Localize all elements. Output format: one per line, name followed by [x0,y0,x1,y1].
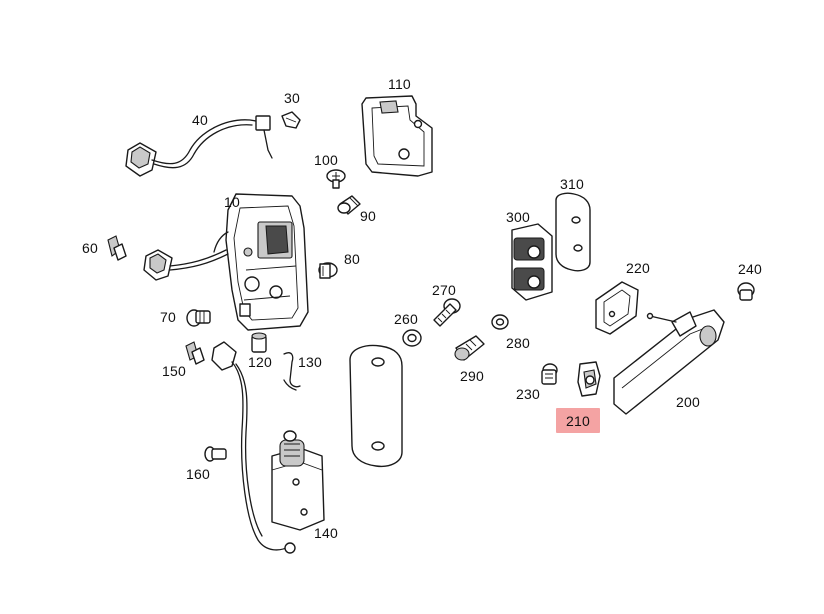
part-70-screw[interactable] [186,309,211,327]
callout-310[interactable]: 310 [560,176,584,192]
callout-90[interactable]: 90 [360,208,376,224]
callout-210-highlighted[interactable]: 210 [556,408,600,433]
part-200-door-handle[interactable] [613,309,725,415]
callout-100[interactable]: 100 [314,152,338,168]
callout-200[interactable]: 200 [676,394,700,410]
callout-280[interactable]: 280 [506,335,530,351]
callout-260[interactable]: 260 [394,311,418,327]
part-130-rod[interactable] [283,352,301,391]
part-10-lock-assembly[interactable] [213,193,309,331]
callout-130[interactable]: 130 [298,354,322,370]
part-210-gasket[interactable] [577,361,601,397]
part-300-cylinder[interactable] [511,223,553,301]
callout-160[interactable]: 160 [186,466,210,482]
part-150-clips[interactable] [185,341,205,365]
part-30-clip[interactable] [281,111,301,129]
part-100-screw[interactable] [326,169,346,189]
part-110-bracket[interactable] [361,95,433,177]
part-310-gasket[interactable] [555,192,591,272]
callout-110[interactable]: 110 [388,76,411,92]
cover-plate[interactable] [349,344,403,468]
part-290-stud[interactable] [454,335,485,361]
callout-270[interactable]: 270 [432,282,456,298]
callout-240[interactable]: 240 [738,261,762,277]
callout-80[interactable]: 80 [344,251,360,267]
callout-300[interactable]: 300 [506,209,530,225]
callout-10[interactable]: 10 [224,194,240,210]
part-240-screw[interactable] [737,282,755,301]
part-280-washer[interactable] [491,314,509,330]
callout-140[interactable]: 140 [314,525,338,541]
part-270-bolt[interactable] [433,298,461,327]
callout-290[interactable]: 290 [460,368,484,384]
actuator-cable[interactable] [211,341,296,554]
callout-40[interactable]: 40 [192,112,208,128]
callout-60[interactable]: 60 [82,240,98,256]
part-230-screw[interactable] [541,363,558,385]
part-120-bolt[interactable] [251,332,267,353]
callout-220[interactable]: 220 [626,260,650,276]
part-160-screw[interactable] [204,446,227,462]
part-260-washer[interactable] [402,329,422,347]
callout-120[interactable]: 120 [248,354,272,370]
callout-230[interactable]: 230 [516,386,540,402]
callout-70[interactable]: 70 [160,309,176,325]
callout-30[interactable]: 30 [284,90,300,106]
part-80-bolt[interactable] [318,262,338,279]
part-220-handle-gasket[interactable] [595,281,639,335]
callout-150[interactable]: 150 [162,363,186,379]
part-60-clips[interactable] [107,235,127,261]
lock-connector-harness[interactable] [143,249,229,281]
part-140-actuator[interactable] [271,430,325,531]
part-90-sleeve[interactable] [337,195,361,215]
part-40-wiring-harness[interactable] [125,115,273,177]
